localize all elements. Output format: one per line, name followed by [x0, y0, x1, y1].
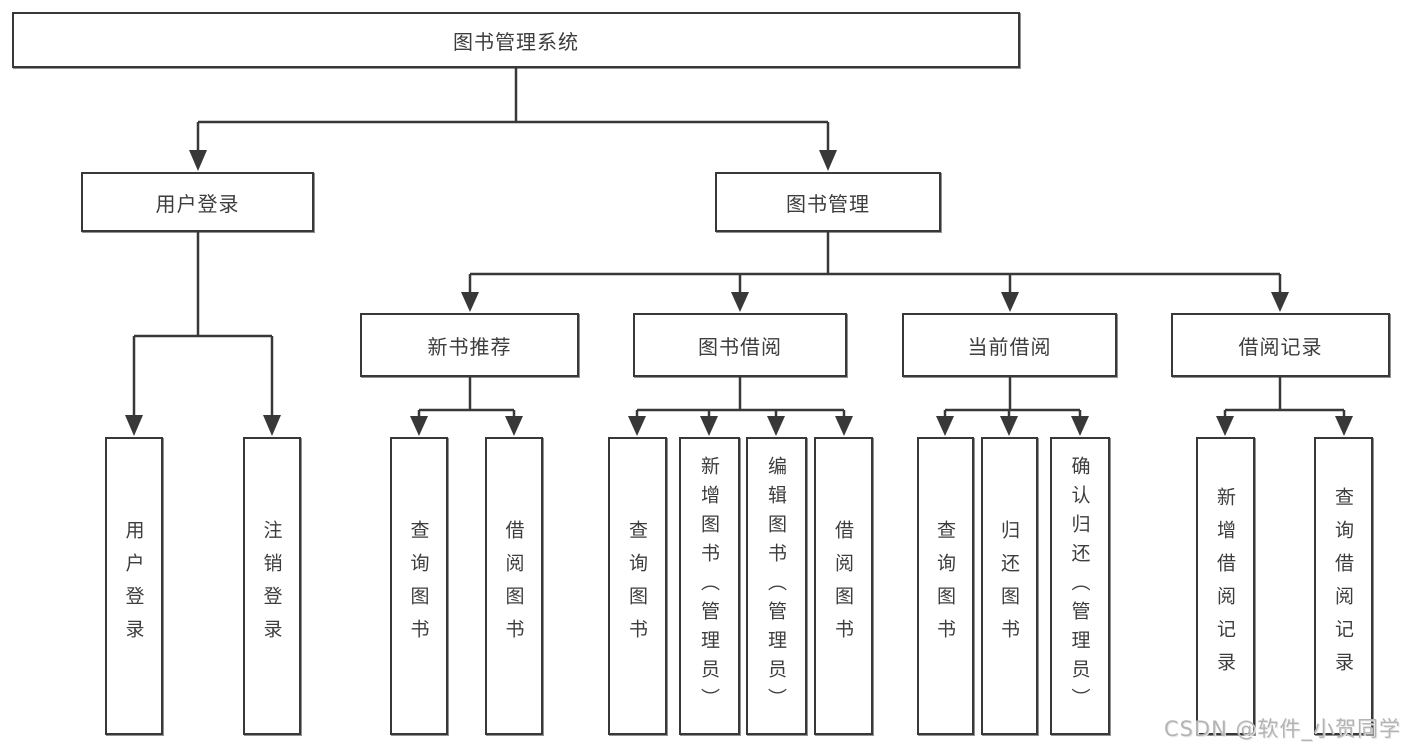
node-current-borrowing: 当前借阅 [902, 313, 1117, 377]
node-book-borrowing-label: 图书借阅 [698, 334, 782, 359]
node-new-book-recommend: 新书推荐 [360, 313, 579, 377]
node-library-system-label: 图书管理系统 [453, 29, 579, 54]
node-new-book-recommend-label: 新书推荐 [427, 334, 512, 359]
leaf-current-return: 归还图书 [981, 437, 1038, 735]
leaf-records-add: 新增借阅记录 [1196, 437, 1255, 735]
leaf-records-query: 查询借阅记录 [1314, 437, 1373, 735]
leaf-current-confirm-admin: 确认归还（管理员） [1050, 437, 1110, 735]
leaf-current-query-label: 查询图书 [934, 520, 956, 652]
node-book-management-label: 图书管理 [786, 191, 870, 216]
leaf-records-query-label: 查询借阅记录 [1332, 487, 1354, 685]
leaf-newbooks-borrow: 借阅图书 [485, 437, 543, 735]
leaf-borrowing-query-label: 查询图书 [626, 520, 648, 652]
leaf-borrowing-add-admin-label: 新增图书（管理员） [698, 455, 720, 717]
leaf-current-return-label: 归还图书 [998, 520, 1020, 652]
node-current-borrowing-label: 当前借阅 [967, 334, 1052, 359]
node-library-system: 图书管理系统 [12, 12, 1020, 68]
node-user-login-branch: 用户登录 [81, 172, 314, 232]
leaf-current-confirm-admin-label: 确认归还（管理员） [1068, 455, 1091, 717]
leaf-borrowing-borrow-label: 借阅图书 [832, 520, 854, 652]
node-user-login-branch-label: 用户登录 [155, 191, 240, 216]
leaf-newbooks-query-label: 查询图书 [407, 520, 430, 652]
leaf-borrowing-add-admin: 新增图书（管理员） [679, 437, 740, 735]
leaf-borrowing-query: 查询图书 [608, 437, 667, 735]
leaf-newbooks-query: 查询图书 [390, 437, 448, 735]
node-borrowing-records: 借阅记录 [1171, 313, 1390, 377]
leaf-borrowing-edit-admin-label: 编辑图书（管理员） [765, 455, 787, 717]
leaf-borrowing-edit-admin: 编辑图书（管理员） [746, 437, 807, 735]
leaf-user-login: 用户登录 [105, 437, 163, 735]
node-book-management: 图书管理 [715, 172, 941, 232]
leaf-newbooks-borrow-label: 借阅图书 [502, 520, 525, 652]
leaf-user-login-label: 用户登录 [122, 520, 145, 652]
node-book-borrowing: 图书借阅 [633, 313, 847, 377]
leaf-borrowing-borrow: 借阅图书 [814, 437, 873, 735]
node-borrowing-records-label: 借阅记录 [1238, 334, 1323, 359]
leaf-logout-label: 注销登录 [260, 520, 283, 652]
leaf-logout: 注销登录 [243, 437, 301, 735]
leaf-current-query: 查询图书 [917, 437, 974, 735]
leaf-records-add-label: 新增借阅记录 [1214, 487, 1236, 685]
csdn-watermark: CSDN @软件_小贺同学 [1163, 717, 1401, 741]
